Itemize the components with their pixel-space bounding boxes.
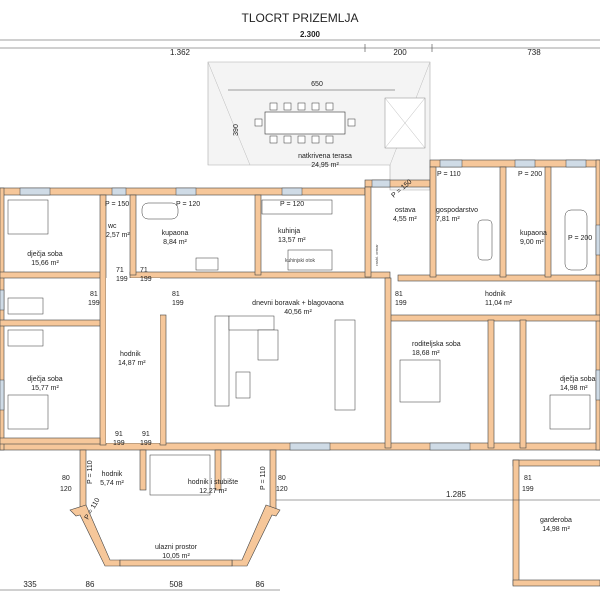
door-w: 81 (90, 291, 98, 298)
room-area-living: 40,56 m² (284, 309, 312, 316)
door-w: 81 (172, 291, 180, 298)
door-h: 199 (88, 300, 100, 307)
room-area-utility: 7,81 m² (436, 216, 460, 223)
door-h: 199 (522, 486, 534, 493)
dimension-right: 1.285 (446, 490, 467, 499)
room-name-hall-stairs: hodnik i stubište (188, 479, 238, 486)
room-area-hall-small: 5,74 m² (100, 480, 124, 487)
room-name-child3: dječja soba (560, 376, 596, 383)
window-label: P = 110 (260, 466, 267, 490)
room-name-utility: gospodarstvo (436, 207, 478, 214)
room-area-terrace: 24,95 m² (311, 162, 339, 169)
dimension-bottom-2: 86 (86, 580, 95, 589)
room-name-living: dnevni boravak + blagovaona (252, 300, 344, 307)
door-h: 199 (172, 300, 184, 307)
windows (0, 159, 600, 451)
room-area-entry: 10,05 m² (162, 553, 190, 560)
terrace-width-dim: 650 (311, 81, 323, 88)
room-area-bath1: 8,84 m² (163, 239, 187, 246)
room-name-wardrobe: garderoba (540, 517, 572, 524)
door-w: 80 (278, 475, 286, 482)
window-label: P = 150 (105, 201, 129, 208)
door-h: 199 (395, 300, 407, 307)
room-name-wc: wc (107, 223, 117, 230)
door-h: 199 (140, 276, 152, 283)
room-area-hall-left: 14,87 m² (118, 360, 146, 367)
door-w: 71 (116, 267, 124, 274)
door-w: 80 (62, 475, 70, 482)
window-label: P = 120 (280, 201, 304, 208)
window-label: P = 110 (87, 460, 94, 484)
terrace-depth-dim: 390 (233, 124, 240, 136)
door-h: 199 (113, 440, 125, 447)
door-h: 120 (60, 486, 72, 493)
room-area-child1: 15,66 m² (31, 260, 59, 267)
room-floors (106, 278, 160, 443)
window-label: P = 110 (437, 171, 461, 178)
room-name-master: roditeljska soba (412, 341, 461, 348)
room-area-wardrobe: 14,98 m² (542, 526, 570, 533)
door-labels: 71 199 71 199 81 199 81 199 81 199 91 19… (60, 267, 534, 493)
covered-terrace (207, 61, 431, 191)
door-h: 120 (276, 486, 288, 493)
dimension-bottom-1: 335 (23, 580, 37, 589)
room-area-bath2: 9,00 m² (520, 239, 544, 246)
top-dimension-line (0, 39, 600, 52)
room-name-bath2: kupaona (520, 230, 547, 237)
furniture (7, 199, 591, 496)
fixture-fridge: rashl. ormar (374, 244, 379, 266)
door-h: 199 (140, 440, 152, 447)
door-h: 199 (116, 276, 128, 283)
room-name-bath1: kupaona (162, 230, 189, 237)
room-name-terrace: natkrivena terasa (298, 153, 352, 160)
window-label: P = 200 (568, 235, 592, 242)
room-name-child1: dječja soba (27, 251, 63, 258)
plan-title: TLOCRT PRIZEMLJA (242, 11, 359, 25)
dimension-top-1: 1.362 (170, 48, 191, 57)
dimension-top-2: 200 (393, 48, 407, 57)
room-area-master: 18,68 m² (412, 350, 440, 357)
room-area-hall-right: 11,04 m² (485, 300, 513, 307)
window-label: P = 200 (518, 171, 542, 178)
dimension-bottom-3: 508 (169, 580, 183, 589)
dimension-bottom-4: 86 (256, 580, 265, 589)
room-area-kitchen: 13,57 m² (278, 237, 306, 244)
room-name-hall-left: hodnik (120, 351, 141, 358)
door-w: 91 (115, 431, 123, 438)
fixture-island: kuhinjski otok (285, 258, 316, 264)
door-w: 71 (140, 267, 148, 274)
door-w: 81 (395, 291, 403, 298)
exterior-walls (0, 159, 600, 587)
room-name-hall-right: hodnik (485, 291, 506, 298)
room-labels: natkrivena terasa 24,95 m² wc 2,57 m² ku… (27, 153, 595, 560)
overall-dimension: 2.300 (300, 30, 321, 39)
dimension-top-3: 738 (527, 48, 541, 57)
room-name-hall-small: hodnik (102, 471, 123, 478)
door-w: 81 (524, 475, 532, 482)
room-area-hall-stairs: 12,27 m² (199, 488, 227, 495)
room-name-entry: ulazni prostor (155, 544, 198, 551)
room-area-child3: 14,98 m² (560, 385, 588, 392)
room-name-pantry: ostava (395, 207, 416, 214)
door-w: 91 (142, 431, 150, 438)
room-area-pantry: 4,55 m² (393, 216, 417, 223)
window-label: P = 120 (176, 201, 200, 208)
room-name-child2: dječja soba (27, 376, 63, 383)
room-area-child2: 15,77 m² (31, 385, 59, 392)
room-name-kitchen: kuhinja (278, 228, 300, 235)
room-area-wc: 2,57 m² (106, 232, 130, 239)
